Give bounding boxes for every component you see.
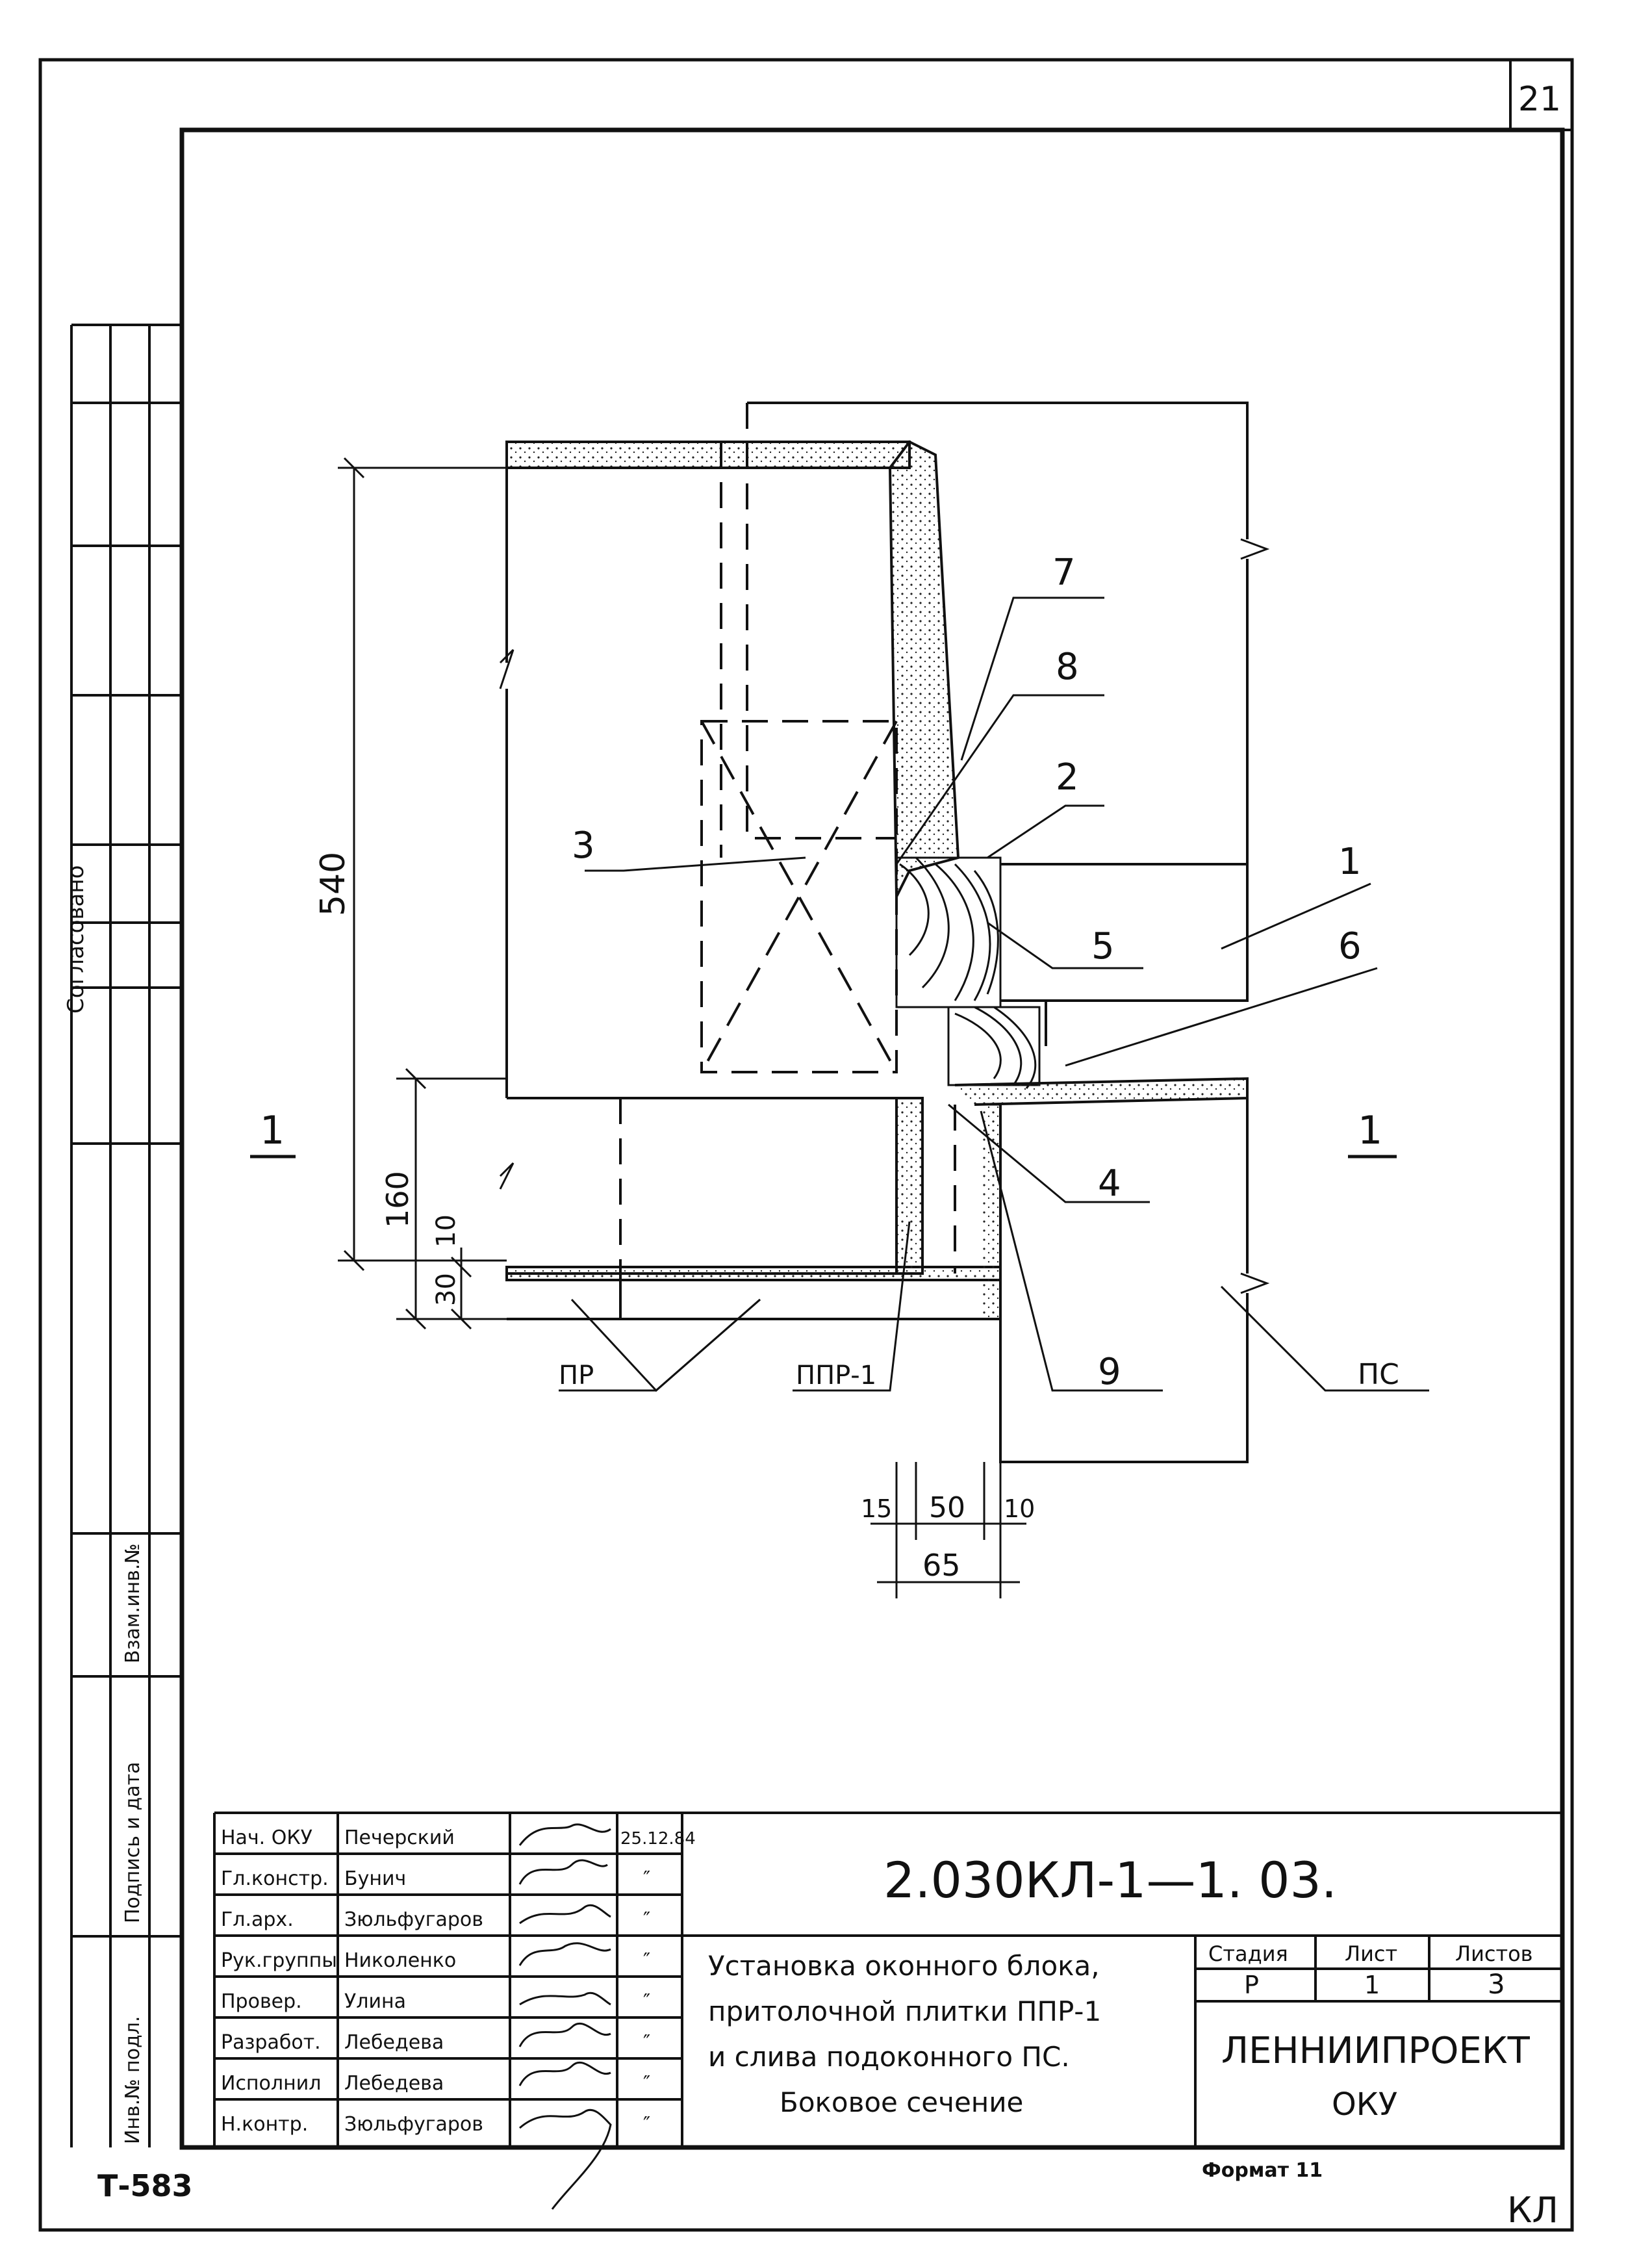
doc-code: 2.030КЛ-1—1. 03. (883, 1851, 1337, 1909)
side-stamp (70, 324, 182, 2147)
dim-10b: 10 (1004, 1494, 1035, 1523)
signer-date: ″ (643, 2072, 650, 2095)
signer-row: Н.контр. Зюльфугаров ″ (221, 2113, 650, 2136)
dim-540: 540 (314, 852, 353, 916)
inner-frame (179, 127, 1565, 2150)
description-line-2: притолочной плитки ППР-1 (708, 1995, 1101, 2027)
dim-15: 15 (861, 1494, 892, 1523)
title-block-grid (213, 1812, 1562, 2147)
signer-name: Лебедева (344, 2072, 444, 2095)
sheet-number: 21 (1518, 80, 1561, 119)
side-replace-inv-label: Взам.инв.№ (121, 1543, 144, 1663)
signer-row: Гл.арх. Зюльфугаров ″ (221, 1908, 650, 1931)
outer-wall-upper (747, 402, 1249, 864)
wood-grain-lower (954, 1006, 1037, 1089)
department-name: ОКУ (1332, 2086, 1397, 2123)
format-label: Формат 11 (1202, 2159, 1323, 2182)
signer-role: Разработ. (221, 2031, 321, 2054)
signer-date: ″ (643, 1949, 650, 1972)
signer-role: Исполнил (221, 2072, 321, 2095)
sheet-number-box (1509, 60, 1572, 131)
callout-7: 7 (1052, 552, 1076, 594)
signer-row: Рук.группы Николенко ″ (221, 1949, 650, 1972)
label-pr: ПР (559, 1361, 594, 1390)
sheets-value: 3 (1488, 1968, 1505, 2000)
dimension-lines (338, 457, 1026, 1598)
section-mark-right: 1 (1358, 1108, 1382, 1153)
callout-6: 6 (1338, 925, 1362, 967)
dim-160: 160 (380, 1171, 415, 1228)
dim-30: 30 (431, 1273, 461, 1306)
signer-row: Исполнил Лебедева ″ (221, 2072, 650, 2095)
dim-10: 10 (431, 1214, 461, 1248)
description-line-4: Боковое сечение (780, 2086, 1023, 2118)
outer-wall-lower (999, 1098, 1249, 1463)
organization-name: ЛЕННИИПРОЕКТ (1221, 2030, 1531, 2072)
signer-row: Провер. Улина ″ (221, 1990, 650, 2013)
signer-date: ″ (643, 1990, 650, 2013)
lintel-top-layer (505, 441, 911, 469)
signer-date: ″ (643, 2113, 650, 2136)
signer-role: Н.контр. (221, 2113, 308, 2136)
lower-left-block (507, 1097, 898, 1275)
section-drawing (499, 402, 1270, 1463)
signer-name: Печерский (344, 1826, 455, 1849)
callout-4: 4 (1098, 1162, 1121, 1205)
dashed-lines (619, 403, 956, 1274)
signer-role: Провер. (221, 1990, 302, 2013)
signer-row: Разработ. Лебедева ″ (221, 2031, 650, 2054)
label-ps: ПС (1358, 1358, 1399, 1391)
side-signature-date-label: Подпись и дата (121, 1762, 144, 1924)
signer-name: Николенко (344, 1949, 456, 1972)
lower-slab (505, 1266, 1002, 1281)
signer-name: Улина (344, 1990, 406, 2013)
ppr-strip (896, 1097, 924, 1275)
description-line-3: и слива подоконного ПС. (708, 2041, 1070, 2073)
stage-header: Стадия (1208, 1941, 1288, 1966)
signer-role: Гл.констр. (221, 1867, 329, 1890)
callout-3: 3 (572, 825, 595, 867)
sheet-value: 1 (1364, 1971, 1380, 1999)
stage-value: Р (1244, 1971, 1259, 1999)
insulation-strip (888, 440, 960, 897)
side-approved-label: Согласовано (63, 865, 89, 1014)
signer-name: Зюльфугаров (344, 1908, 483, 1931)
callout-2: 2 (1056, 756, 1079, 799)
dim-65: 65 (922, 1548, 961, 1583)
signature-scribbles (518, 1823, 612, 2210)
signer-role: Нач. ОКУ (221, 1826, 312, 1849)
section-mark-left: 1 (260, 1108, 285, 1153)
dim-50: 50 (929, 1491, 965, 1524)
signer-name: Бунич (344, 1867, 406, 1890)
sheets-header: Листов (1455, 1941, 1533, 1966)
signer-row: Нач. ОКУ Печерский 25.12.84 (221, 1826, 696, 1849)
side-inv-original-label: Инв.№ подл. (121, 2016, 144, 2144)
sill-drip (954, 1077, 1249, 1106)
window-frame (1000, 863, 1249, 1002)
leader-lines (559, 596, 1429, 1392)
signer-row: Гл.констр. Бунич ″ (221, 1867, 650, 1890)
description-line-1: Установка оконного блока, (708, 1950, 1100, 1982)
callout-5: 5 (1091, 925, 1115, 967)
signer-role: Рук.группы (221, 1949, 337, 1972)
signer-date: ″ (643, 2031, 650, 2054)
signer-role: Гл.арх. (221, 1908, 294, 1931)
callout-1: 1 (1338, 841, 1362, 883)
corner-mark: КЛ (1507, 2190, 1558, 2231)
stamp-code: Т-583 (97, 2168, 193, 2203)
outer-border (38, 58, 1574, 2232)
sheet-header: Лист (1345, 1941, 1397, 1966)
wood-grain-upper (899, 856, 999, 1001)
signers-table: Нач. ОКУ Печерский 25.12.84 Гл.констр. Б… (221, 1826, 696, 2136)
signer-date: ″ (643, 1867, 650, 1890)
signer-date: ″ (643, 1908, 650, 1931)
lower-slab-2 (507, 1279, 1002, 1320)
signer-date: 25.12.84 (620, 1829, 696, 1849)
callout-9: 9 (1098, 1351, 1121, 1393)
label-ppr: ППР-1 (796, 1361, 876, 1390)
signer-name: Лебедева (344, 2031, 444, 2054)
callout-8: 8 (1056, 646, 1079, 688)
signer-name: Зюльфугаров (344, 2113, 483, 2136)
